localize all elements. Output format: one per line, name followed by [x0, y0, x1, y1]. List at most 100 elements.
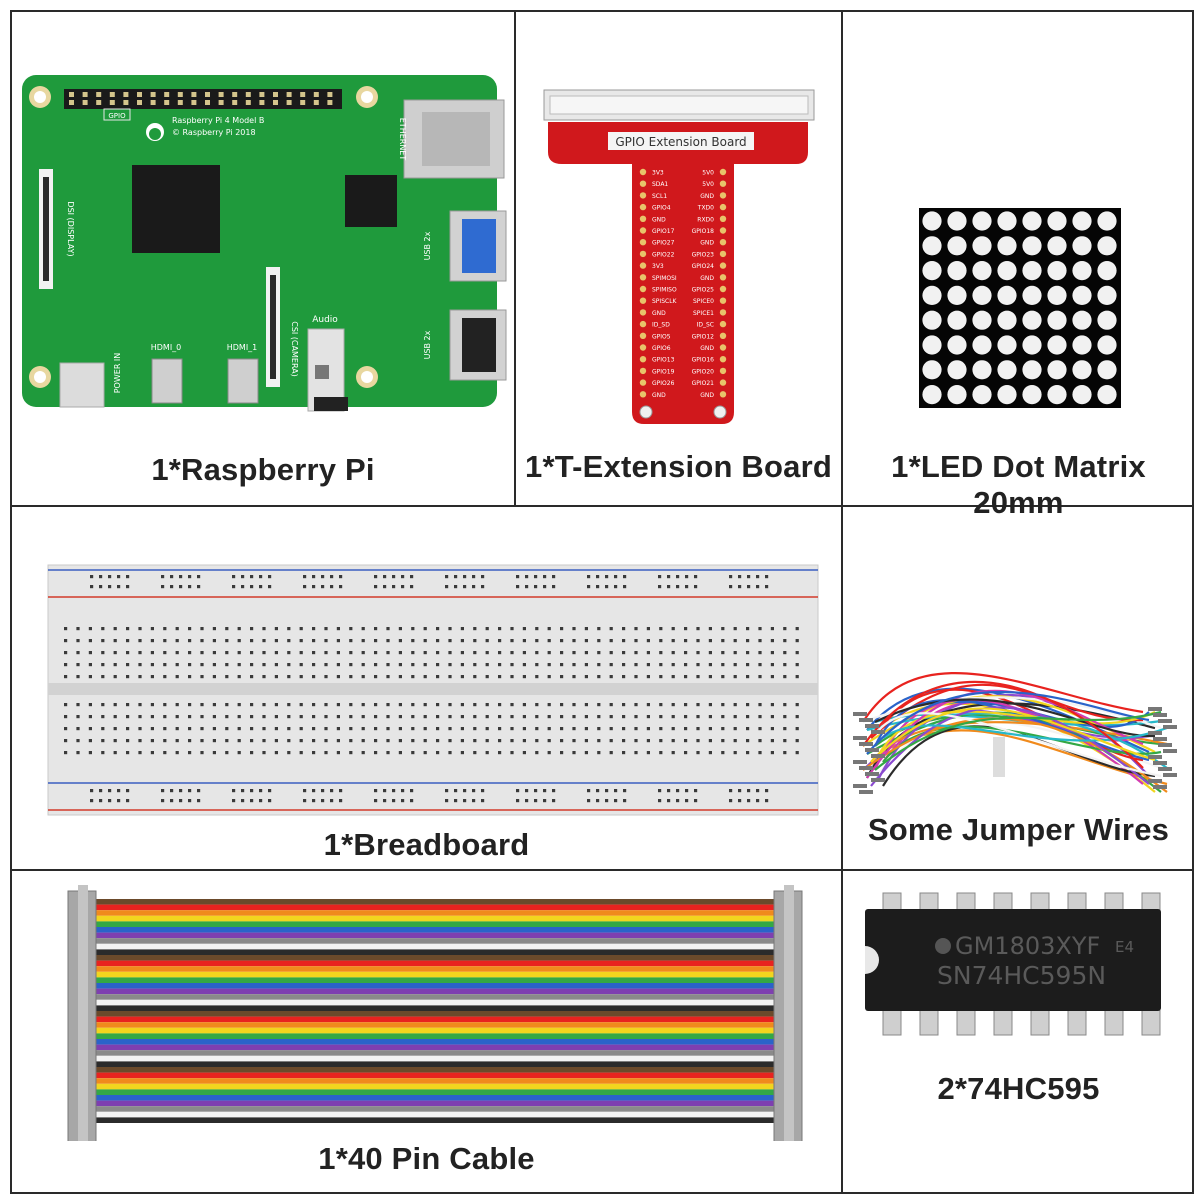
t-left-pin-label: GPIO4 — [652, 205, 671, 212]
led-dot — [997, 261, 1017, 281]
t-left-pin-label: SCL1 — [652, 193, 667, 200]
led-dot — [1047, 261, 1067, 281]
led-dot — [947, 211, 967, 231]
caption-pin-cable: 1*40 Pin Cable — [318, 1141, 535, 1176]
ribbon-wire — [78, 1027, 802, 1034]
pi-dsi-label: DSI (DISPLAY) — [66, 201, 75, 256]
t-left-pin-label: SPIMISO — [652, 287, 677, 294]
ribbon-wire — [78, 1095, 802, 1101]
led-dot — [1047, 335, 1067, 355]
t-left-pin-label: SPIMOSI — [652, 275, 677, 282]
caption-led-matrix: 1*LED Dot Matrix 20mm — [891, 449, 1146, 520]
ribbon-wire — [78, 949, 802, 955]
pi-usb-label-2: USB 2x — [423, 330, 432, 359]
t-right-pin-label: GPIO21 — [692, 380, 715, 387]
ribbon-wire — [78, 988, 802, 995]
led-dot — [922, 236, 942, 256]
ribbon-wire — [78, 899, 802, 905]
cell-pin-cable: 1*40 Pin Cable — [12, 871, 841, 1194]
t-right-pin-label: GND — [700, 392, 714, 399]
led-dot — [972, 261, 992, 281]
t-right-pin-label: GND — [700, 193, 714, 200]
ic-pin — [993, 1008, 1013, 1036]
led-dot — [972, 310, 992, 330]
caption-breadboard: 1*Breadboard — [323, 827, 530, 862]
led-dot — [972, 385, 992, 405]
led-dot — [1072, 310, 1092, 330]
led-dot — [947, 236, 967, 256]
led-dot — [922, 385, 942, 405]
jumper-wires-image — [853, 672, 1177, 794]
caption-raspberry-pi: 1*Raspberry Pi — [151, 452, 375, 487]
ribbon-wire — [78, 994, 802, 1000]
ribbon-wire — [78, 1039, 802, 1045]
led-dot — [1097, 285, 1117, 305]
led-dot — [1097, 261, 1117, 281]
ic-pin — [956, 1008, 976, 1036]
t-left-pin-label: GND — [652, 216, 666, 223]
ribbon-wire — [78, 1011, 802, 1017]
ribbon-wire — [78, 1106, 802, 1112]
ribbon-wire — [78, 1083, 802, 1090]
ic-pin — [1141, 1008, 1161, 1036]
t-right-pin-label: GPIO25 — [692, 287, 715, 294]
t-right-pin-label: GND — [700, 275, 714, 282]
ic-pin — [1141, 892, 1161, 912]
wire-tie — [993, 737, 1005, 777]
led-dot — [947, 310, 967, 330]
ribbon-wire — [78, 1050, 802, 1056]
raspberry-pi-image: GPIO Raspberry Pi 4 Model B © Raspberry … — [22, 75, 507, 412]
ribbon-wire — [78, 1117, 802, 1123]
pin-cable-image — [67, 885, 803, 1141]
led-dot — [1047, 211, 1067, 231]
led-dot — [1022, 310, 1042, 330]
ribbon-wire — [78, 1111, 802, 1118]
ic-pin — [1067, 892, 1087, 912]
led-dot — [972, 335, 992, 355]
led-dot — [947, 360, 967, 380]
ribbon-wire — [78, 983, 802, 989]
led-dot — [1072, 285, 1092, 305]
divider-row1-bottom — [10, 505, 1194, 507]
led-dot — [1022, 236, 1042, 256]
led-dot — [922, 261, 942, 281]
led-dot — [922, 310, 942, 330]
led-dot — [1047, 236, 1067, 256]
cell-raspberry-pi: GPIO Raspberry Pi 4 Model B © Raspberry … — [12, 12, 514, 505]
pi-power-label: POWER IN — [113, 353, 122, 394]
led-dot — [1022, 385, 1042, 405]
t-right-pin-label: ID_SC — [697, 322, 714, 329]
led-dot — [997, 385, 1017, 405]
pi-hdmi1-port — [227, 358, 259, 404]
cell-jumper-wires: Some Jumper Wires — [843, 507, 1194, 869]
led-dot — [1072, 360, 1092, 380]
ribbon-wire — [78, 1072, 802, 1079]
led-dot — [1022, 261, 1042, 281]
t-left-pin-label: GPIO26 — [652, 380, 675, 387]
pi-hdmi0-label: HDMI_0 — [151, 343, 182, 352]
t-left-pin-label: GPIO19 — [652, 368, 675, 375]
t-right-pin-label: GPIO12 — [692, 333, 715, 340]
t-left-pin-label: SDA1 — [652, 181, 668, 188]
t-right-pin-label: GPIO24 — [692, 263, 715, 270]
pi-hdmi0-port — [151, 358, 183, 404]
ic-marking-mark: E4 — [1115, 938, 1134, 956]
t-left-pin-label: GND — [652, 310, 666, 317]
ic-pin — [919, 892, 939, 912]
ribbon-wire — [78, 955, 802, 961]
ribbon-wire — [78, 915, 802, 922]
led-dot — [997, 360, 1017, 380]
led-dot — [1022, 360, 1042, 380]
ribbon-wire — [78, 938, 802, 944]
led-dot — [1022, 285, 1042, 305]
led-dot — [1072, 385, 1092, 405]
caption-jumper-wires: Some Jumper Wires — [867, 812, 1170, 847]
ribbon-wire — [78, 1055, 802, 1062]
product-grid-frame — [10, 10, 1194, 1194]
t-board-hole-left — [639, 405, 653, 419]
pi-model-label: Raspberry Pi 4 Model B — [172, 116, 264, 125]
led-dot — [1097, 360, 1117, 380]
led-dot — [972, 236, 992, 256]
ribbon-wire — [78, 910, 802, 916]
